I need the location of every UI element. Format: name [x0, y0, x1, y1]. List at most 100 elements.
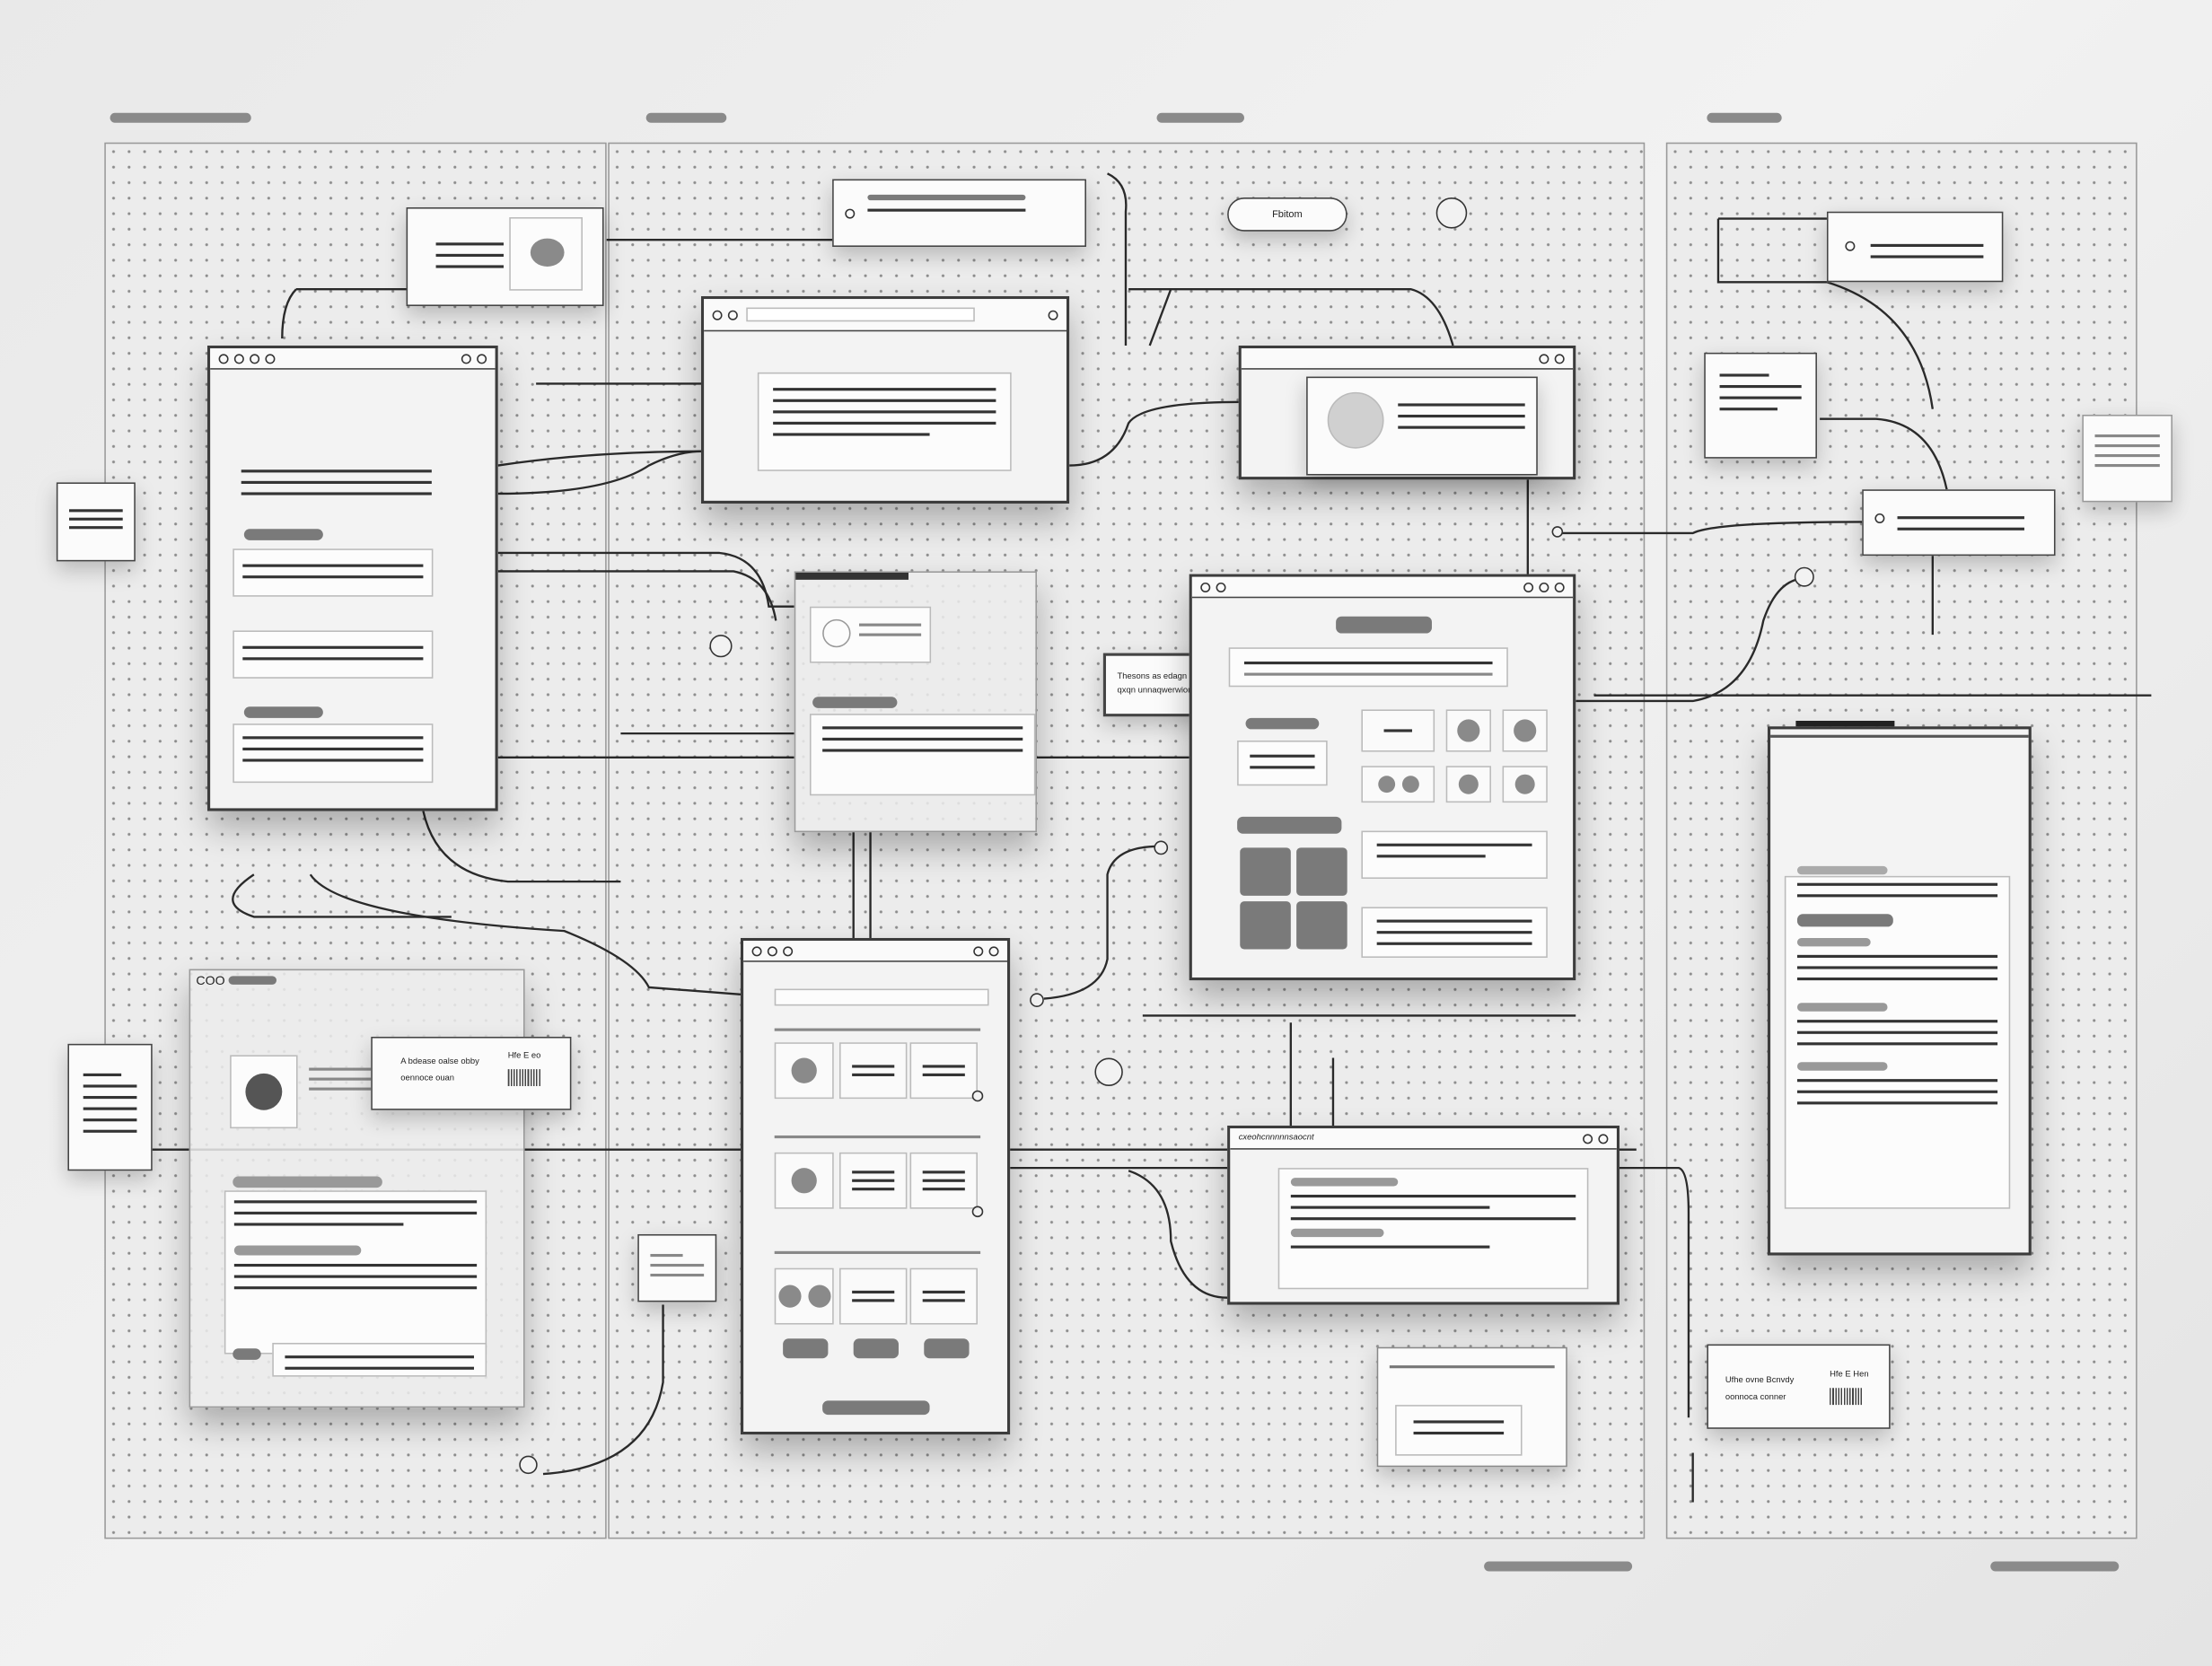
search-field[interactable] [1228, 647, 1508, 688]
detail-window[interactable]: cxeohcnnnnnsaocnt [1227, 1125, 1620, 1305]
text-line-placeholder [1870, 255, 1984, 259]
close-icon[interactable] [1554, 582, 1565, 592]
close-icon[interactable] [1048, 309, 1058, 320]
text-block [1361, 830, 1548, 879]
dashboard-window[interactable] [1189, 574, 1576, 981]
icon-tile[interactable] [774, 1042, 834, 1100]
text-line-placeholder [650, 1263, 705, 1267]
tab-button[interactable] [783, 1338, 829, 1359]
summary-card[interactable] [1376, 1346, 1567, 1468]
toggle-tile[interactable] [1361, 709, 1435, 752]
connector-node[interactable] [1030, 993, 1044, 1007]
search-card[interactable] [832, 179, 1086, 247]
icon-tile[interactable] [774, 1152, 834, 1209]
text-line-placeholder [852, 1179, 895, 1182]
decoration [807, 1285, 830, 1308]
decoration [218, 353, 229, 364]
text-line-placeholder [922, 1188, 965, 1191]
icon-tile[interactable] [1361, 766, 1435, 803]
action-button-label: Fbitom [1272, 209, 1303, 220]
decoration [852, 832, 872, 938]
text-lines [435, 234, 504, 276]
list-item-card[interactable] [1862, 489, 2056, 557]
address-bar[interactable] [746, 307, 975, 322]
receipt-card-line-1: Ufhe ovne Bcnvdy [1725, 1376, 1795, 1386]
radio-icon[interactable] [1874, 513, 1885, 523]
icon-tile[interactable] [1445, 709, 1491, 752]
text-line-placeholder [1376, 931, 1532, 934]
text-line-placeholder [1398, 403, 1525, 407]
icon-tile[interactable] [1445, 766, 1491, 803]
text-lines [867, 194, 1026, 220]
content-window[interactable] [700, 295, 1070, 504]
note-card[interactable] [1704, 352, 1817, 459]
close-icon[interactable] [477, 353, 487, 364]
document-window[interactable] [1767, 720, 2032, 1256]
text-line-placeholder [242, 758, 424, 762]
profile-card[interactable] [406, 206, 604, 306]
text-tile[interactable] [909, 1152, 978, 1209]
text-line-placeholder [1290, 1245, 1491, 1249]
image-grid-cell[interactable] [1240, 901, 1291, 950]
text-line-placeholder [1796, 1090, 1998, 1093]
decoration [774, 1135, 981, 1139]
icon-tile[interactable] [1502, 766, 1548, 803]
image-grid-cell[interactable] [1296, 901, 1347, 950]
action-button[interactable]: Fbitom [1227, 197, 1347, 232]
decoration [232, 873, 452, 918]
icon-tile[interactable] [774, 1267, 834, 1325]
note-card[interactable] [56, 482, 136, 562]
search-input[interactable] [774, 988, 989, 1006]
text-line-placeholder [1719, 373, 1769, 377]
text-line-placeholder [773, 388, 996, 391]
header-button[interactable] [1336, 616, 1432, 634]
text-tile[interactable] [909, 1267, 978, 1325]
receipt-card[interactable]: Ufhe ovne Bcnvdy oonnoca conner Hfe E He… [1707, 1344, 1891, 1429]
text-tile[interactable] [838, 1152, 908, 1209]
decoration [497, 450, 701, 467]
preview-window[interactable] [794, 571, 1037, 833]
text-tile[interactable] [909, 1042, 978, 1100]
text-line-placeholder [822, 737, 1023, 741]
overlay-card[interactable]: A bdease oalse obby oennoce ouan Hfe E e… [371, 1036, 572, 1110]
text-line-placeholder [1796, 1079, 1998, 1083]
toggle-knob[interactable] [971, 1090, 984, 1102]
primary-button[interactable] [822, 1400, 930, 1416]
connector-node[interactable] [1094, 1057, 1123, 1086]
decoration [1539, 353, 1549, 364]
radio-icon[interactable] [1845, 241, 1856, 251]
text-tile[interactable] [838, 1267, 908, 1325]
article-window[interactable] [206, 345, 498, 811]
decoration [973, 945, 984, 956]
decoration [1796, 1062, 1888, 1071]
text-line-placeholder [867, 208, 1026, 212]
toggle-knob[interactable] [971, 1206, 984, 1218]
tab-button[interactable] [853, 1338, 899, 1359]
decoration [497, 570, 777, 621]
text-line-placeholder [241, 469, 432, 473]
avatar-icon [1327, 391, 1384, 449]
minimize-icon[interactable] [461, 353, 471, 364]
small-button[interactable] [233, 1348, 261, 1360]
image-grid-cell[interactable] [1296, 847, 1347, 896]
connector-node[interactable] [1794, 566, 1814, 587]
list-window[interactable]: COO [189, 969, 525, 1408]
connector-node[interactable] [1154, 840, 1169, 855]
close-icon[interactable] [1598, 1133, 1609, 1144]
profile-window[interactable] [1238, 345, 1576, 480]
list-item-card[interactable] [1826, 211, 2004, 283]
image-grid-cell[interactable] [1240, 847, 1291, 896]
note-card[interactable] [637, 1233, 717, 1302]
connector-node[interactable] [1435, 197, 1468, 229]
note-card[interactable] [67, 1043, 153, 1171]
icon-tile[interactable] [1502, 709, 1548, 752]
text-block [809, 714, 1036, 796]
text-tile[interactable] [838, 1042, 908, 1100]
connector-node[interactable] [709, 635, 733, 658]
connector-node[interactable] [1551, 526, 1564, 538]
connector-node[interactable] [519, 1455, 538, 1475]
note-card[interactable] [2082, 414, 2172, 503]
tab-button[interactable] [924, 1338, 970, 1359]
mobile-window[interactable] [740, 937, 1011, 1435]
window-tab[interactable] [1795, 720, 1895, 727]
